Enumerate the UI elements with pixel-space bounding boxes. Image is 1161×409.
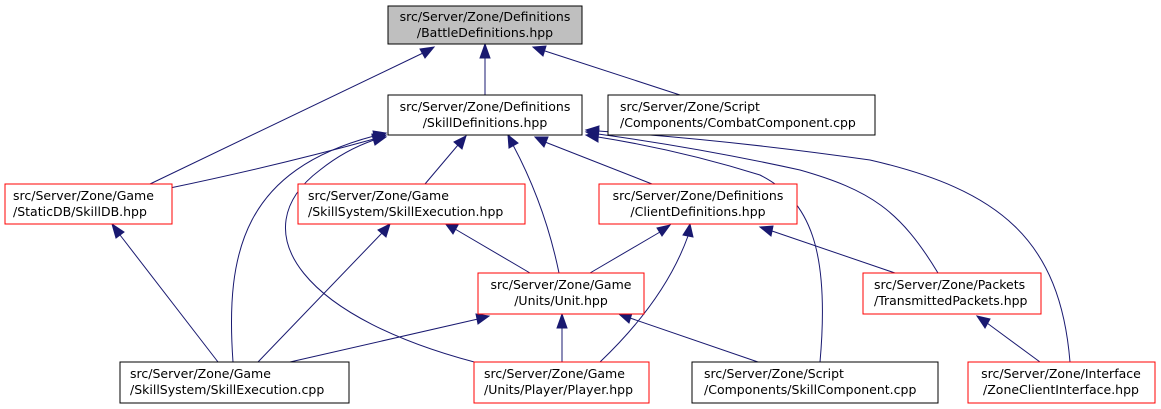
node-label-line1: src/Server/Zone/Script	[704, 366, 844, 381]
edge-skilldb-to-battledefs	[149, 46, 436, 185]
node-skill-db[interactable]: src/Server/Zone/Game /StaticDB/SkillDB.h…	[4, 183, 173, 225]
edge-clientdefs-to-skilldefs	[533, 136, 653, 185]
edge-player-to-unit	[556, 312, 568, 362]
edge-skillexecutionhpp-to-skilldefs	[424, 135, 467, 185]
edge-unit-to-clientdefs	[589, 224, 672, 274]
node-skill-execution-hpp[interactable]: src/Server/Zone/Game /SkillSystem/SkillE…	[297, 183, 526, 225]
node-player[interactable]: src/Server/Zone/Game /Units/Player/Playe…	[473, 361, 650, 404]
edge-skillexecutioncpp-to-skilldb	[111, 222, 219, 363]
edge-player-to-clientdefs	[599, 222, 694, 363]
edge-skillcomponent-to-skilldefs	[584, 131, 823, 363]
node-client-definitions[interactable]: src/Server/Zone/Definitions /ClientDefin…	[598, 183, 798, 225]
node-label-line2: /Units/Unit.hpp	[514, 293, 608, 308]
edge-skillexecutioncpp-to-skilldefs	[230, 130, 388, 363]
edge-skillexecutioncpp-to-skillexecutionhpp	[257, 223, 391, 363]
node-skill-execution-cpp[interactable]: src/Server/Zone/Game /SkillSystem/SkillE…	[119, 361, 350, 404]
node-label-line1: src/Server/Zone/Game	[13, 188, 154, 203]
edge-transmittedpackets-to-clientdefs	[758, 225, 896, 274]
node-zone-client-interface[interactable]: src/Server/Zone/Interface /ZoneClientInt…	[967, 361, 1156, 404]
node-label-line2: /Units/Player/Player.hpp	[484, 382, 633, 397]
node-label-line1: src/Server/Zone/Definitions	[613, 188, 784, 203]
node-skill-definitions[interactable]: src/Server/Zone/Definitions /SkillDefini…	[387, 94, 583, 136]
node-label-line1: src/Server/Zone/Game	[484, 366, 625, 381]
node-label-line2: /TransmittedPackets.hpp	[874, 293, 1028, 308]
edge-zoneclientinterface-to-skilldefs	[584, 125, 1071, 363]
node-transmitted-packets[interactable]: src/Server/Zone/Packets /TransmittedPack…	[862, 272, 1042, 315]
node-unit[interactable]: src/Server/Zone/Game /Units/Unit.hpp	[477, 272, 645, 315]
edge-skillexecutioncpp-to-unit	[289, 313, 491, 363]
edge-unit-to-skillexecutionhpp	[443, 222, 531, 274]
node-label-line1: src/Server/Zone/Game	[491, 277, 632, 292]
edge-skilldefs-to-battledefs	[479, 42, 491, 95]
edge-unit-to-skilldefs	[507, 133, 560, 274]
node-label-line2: /SkillDefinitions.hpp	[423, 115, 548, 130]
edge-player-to-skilldefs	[284, 134, 491, 367]
node-label-line2: /SkillSystem/SkillExecution.hpp	[308, 204, 503, 219]
node-battle-definitions[interactable]: src/Server/Zone/Definitions /BattleDefin…	[387, 5, 583, 45]
node-label-line2: /StaticDB/SkillDB.hpp	[13, 204, 147, 219]
node-label-line1: src/Server/Zone/Packets	[874, 277, 1025, 292]
node-label-line1: src/Server/Zone/Definitions	[400, 99, 571, 114]
edge-skillcomponent-to-unit	[617, 312, 759, 363]
node-label-line2: /BattleDefinitions.hpp	[417, 25, 553, 40]
node-label-line1: src/Server/Zone/Game	[130, 366, 271, 381]
node-label-line1: src/Server/Zone/Definitions	[400, 9, 571, 24]
node-label-line2: /Components/SkillComponent.cpp	[704, 382, 916, 397]
node-label-line2: /ClientDefinitions.hpp	[630, 204, 765, 219]
node-skill-component[interactable]: src/Server/Zone/Script /Components/Skill…	[691, 361, 939, 404]
node-label-line2: /Components/CombatComponent.cpp	[620, 115, 856, 130]
node-label-line2: /SkillSystem/SkillExecution.cpp	[130, 382, 324, 397]
node-label-line1: src/Server/Zone/Game	[308, 188, 449, 203]
node-combat-component[interactable]: src/Server/Zone/Script /Components/Comba…	[607, 94, 876, 136]
node-label-line2: /ZoneClientInterface.hpp	[983, 382, 1139, 397]
edge-combatcomponent-to-battledefs	[531, 45, 681, 96]
edges	[111, 42, 1071, 367]
node-label-line1: src/Server/Zone/Script	[620, 99, 760, 114]
node-label-line1: src/Server/Zone/Interface	[981, 366, 1141, 381]
edge-zoneclientinterface-to-transmittedpackets	[975, 315, 1041, 363]
